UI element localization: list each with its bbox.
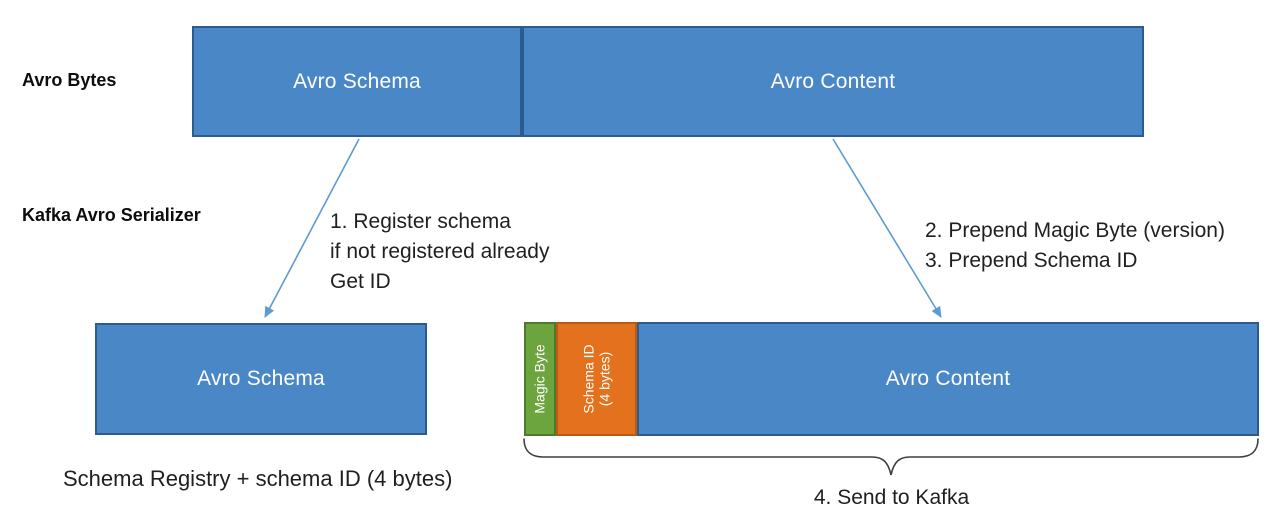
step4-annotation: 4. Send to Kafka (813, 486, 970, 509)
step1-line3: Get ID (330, 270, 391, 293)
serialized-message-bar: Magic Byte Schema ID (4 bytes) Avro Cont… (524, 322, 1259, 436)
schema-registry-caption: Schema Registry + schema ID (4 bytes) (63, 466, 453, 491)
top-avro-schema-label: Avro Schema (293, 69, 421, 93)
avro-bytes-bar: Avro Schema Avro Content (192, 26, 1144, 137)
step1-annotation: 1. Register schema if not registered alr… (330, 207, 549, 297)
magic-byte-label: Magic Byte (532, 344, 548, 414)
bottom-avro-schema-label: Avro Schema (197, 367, 325, 390)
schema-id-segment: Schema ID (4 bytes) (556, 322, 637, 436)
schema-id-label: Schema ID (4 bytes) (581, 344, 613, 413)
step23-annotation: 2. Prepend Magic Byte (version) 3. Prepe… (925, 216, 1225, 276)
step1-line2: if not registered already (330, 240, 550, 263)
magic-byte-segment: Magic Byte (524, 322, 556, 436)
schema-id-label-line1: Schema ID (580, 344, 597, 414)
registered-schema-box: Avro Schema (95, 323, 427, 435)
bottom-avro-schema-segment: Avro Schema (95, 323, 427, 435)
send-to-kafka-brace (523, 438, 1259, 476)
step3-line: 3. Prepend Schema ID (925, 249, 1138, 272)
top-avro-content-segment: Avro Content (522, 26, 1144, 137)
bottom-avro-content-label: Avro Content (885, 367, 1011, 390)
row-label-kafka-avro-serializer: Kafka Avro Serializer (22, 205, 201, 225)
step1-line1: 1. Register schema (330, 210, 511, 233)
row-label-avro-bytes: Avro Bytes (22, 70, 117, 90)
step2-line: 2. Prepend Magic Byte (version) (925, 219, 1225, 242)
schema-id-label-line2: (4 bytes) (596, 351, 613, 407)
bottom-avro-content-segment: Avro Content (637, 322, 1259, 436)
top-avro-schema-segment: Avro Schema (192, 26, 522, 137)
top-avro-content-label: Avro Content (770, 69, 896, 93)
